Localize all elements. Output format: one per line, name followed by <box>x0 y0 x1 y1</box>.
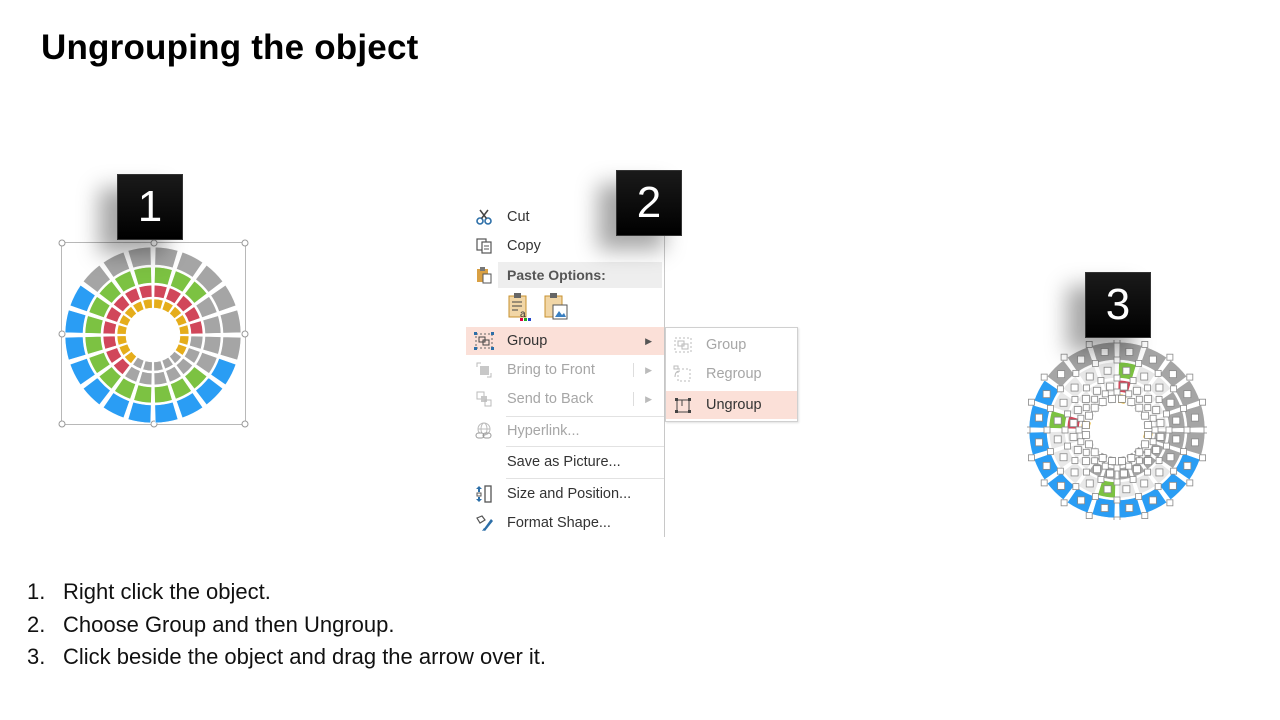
menu-divider <box>506 478 664 479</box>
submenu-arrow-icon: ▶ <box>645 335 652 346</box>
submenu-arrow-icon: ▶ <box>645 393 652 404</box>
scissors-icon <box>466 208 502 226</box>
menu-item-group[interactable]: Group ▶ <box>466 327 664 355</box>
menu-item-label: Save as Picture... <box>507 454 621 470</box>
menu-item-label: Format Shape... <box>507 515 611 531</box>
segmented-ring-chart-ungrouped[interactable] <box>1027 340 1207 520</box>
menu-item-format-shape[interactable]: Format Shape... <box>466 509 664 537</box>
step-badge-2: 2 <box>616 170 682 236</box>
step-badge-3: 3 <box>1085 272 1151 338</box>
menu-item-hyperlink[interactable]: Hyperlink... <box>466 417 664 445</box>
menu-item-label: Bring to Front <box>507 362 595 378</box>
menu-item-label: Size and Position... <box>507 486 632 502</box>
slide-title: Ungrouping the object <box>41 28 419 67</box>
instruction-step: 2.Choose Group and then Ungroup. <box>27 611 395 637</box>
submenu-item-regroup[interactable]: Regroup <box>666 360 797 388</box>
submenu-item-label: Ungroup <box>706 397 762 413</box>
menu-item-paste-options <box>466 261 664 289</box>
ungroup-icon <box>666 396 700 414</box>
svg-text:a: a <box>520 309 526 320</box>
submenu-item-label: Group <box>706 337 747 353</box>
menu-item-label: Cut <box>507 209 530 225</box>
resize-handle[interactable] <box>58 330 66 337</box>
menu-item-label: Group <box>507 333 548 349</box>
resize-handle[interactable] <box>241 420 249 428</box>
menu-item-size-and-position[interactable]: Size and Position... <box>466 480 664 508</box>
paste-options-header: Paste Options: <box>498 262 662 288</box>
resize-handle[interactable] <box>58 420 66 428</box>
size-position-icon <box>466 484 502 504</box>
bring-to-front-icon <box>466 361 502 379</box>
hyperlink-icon <box>466 422 502 440</box>
paste-option-picture[interactable] <box>542 292 570 322</box>
resize-handle[interactable] <box>150 420 157 428</box>
paste-keep-text-icon: a <box>508 293 531 321</box>
instruction-step: 3.Click beside the object and drag the a… <box>27 644 547 669</box>
menu-separator <box>633 363 634 377</box>
format-shape-icon <box>466 514 502 532</box>
submenu-arrow-icon: ▶ <box>645 364 652 375</box>
group-submenu: Group Regroup Ungroup <box>665 327 798 422</box>
menu-item-copy[interactable]: Copy <box>466 232 664 260</box>
segmented-ring-chart-grouped[interactable] <box>63 245 243 425</box>
resize-handle[interactable] <box>241 330 249 337</box>
copy-icon <box>466 237 502 255</box>
paste-option-keep-text[interactable]: a <box>506 292 534 322</box>
step-badge-1: 1 <box>117 174 183 240</box>
instruction-step: 1.Right click the object. <box>27 579 271 604</box>
menu-item-label: Copy <box>507 238 541 254</box>
menu-item-bring-to-front[interactable]: Bring to Front ▶ <box>466 356 664 384</box>
menu-separator <box>633 392 634 406</box>
send-to-back-icon <box>466 390 502 408</box>
regroup-icon <box>666 365 700 383</box>
context-menu: Cut Copy Paste Options: a Group ▶ Bring … <box>466 200 665 537</box>
resize-handle[interactable] <box>58 239 66 247</box>
group-icon <box>466 332 502 350</box>
submenu-item-label: Regroup <box>706 366 762 382</box>
instruction-list: 1.Right click the object. 2.Choose Group… <box>27 576 546 674</box>
menu-divider <box>506 446 664 447</box>
menu-item-label: Send to Back <box>507 391 594 407</box>
resize-handle[interactable] <box>241 239 249 247</box>
menu-item-save-as-picture[interactable]: Save as Picture... <box>466 448 664 476</box>
paste-icon <box>466 266 502 284</box>
selection-box[interactable] <box>58 239 249 428</box>
menu-item-label: Hyperlink... <box>507 423 580 439</box>
resize-handle[interactable] <box>150 239 157 247</box>
submenu-item-ungroup[interactable]: Ungroup <box>666 391 797 419</box>
menu-item-cut[interactable]: Cut <box>466 203 664 231</box>
group-icon <box>666 336 700 354</box>
menu-item-send-to-back[interactable]: Send to Back ▶ <box>466 385 664 413</box>
submenu-item-group[interactable]: Group <box>666 331 797 359</box>
paste-picture-icon <box>544 293 568 320</box>
menu-divider <box>506 416 664 417</box>
